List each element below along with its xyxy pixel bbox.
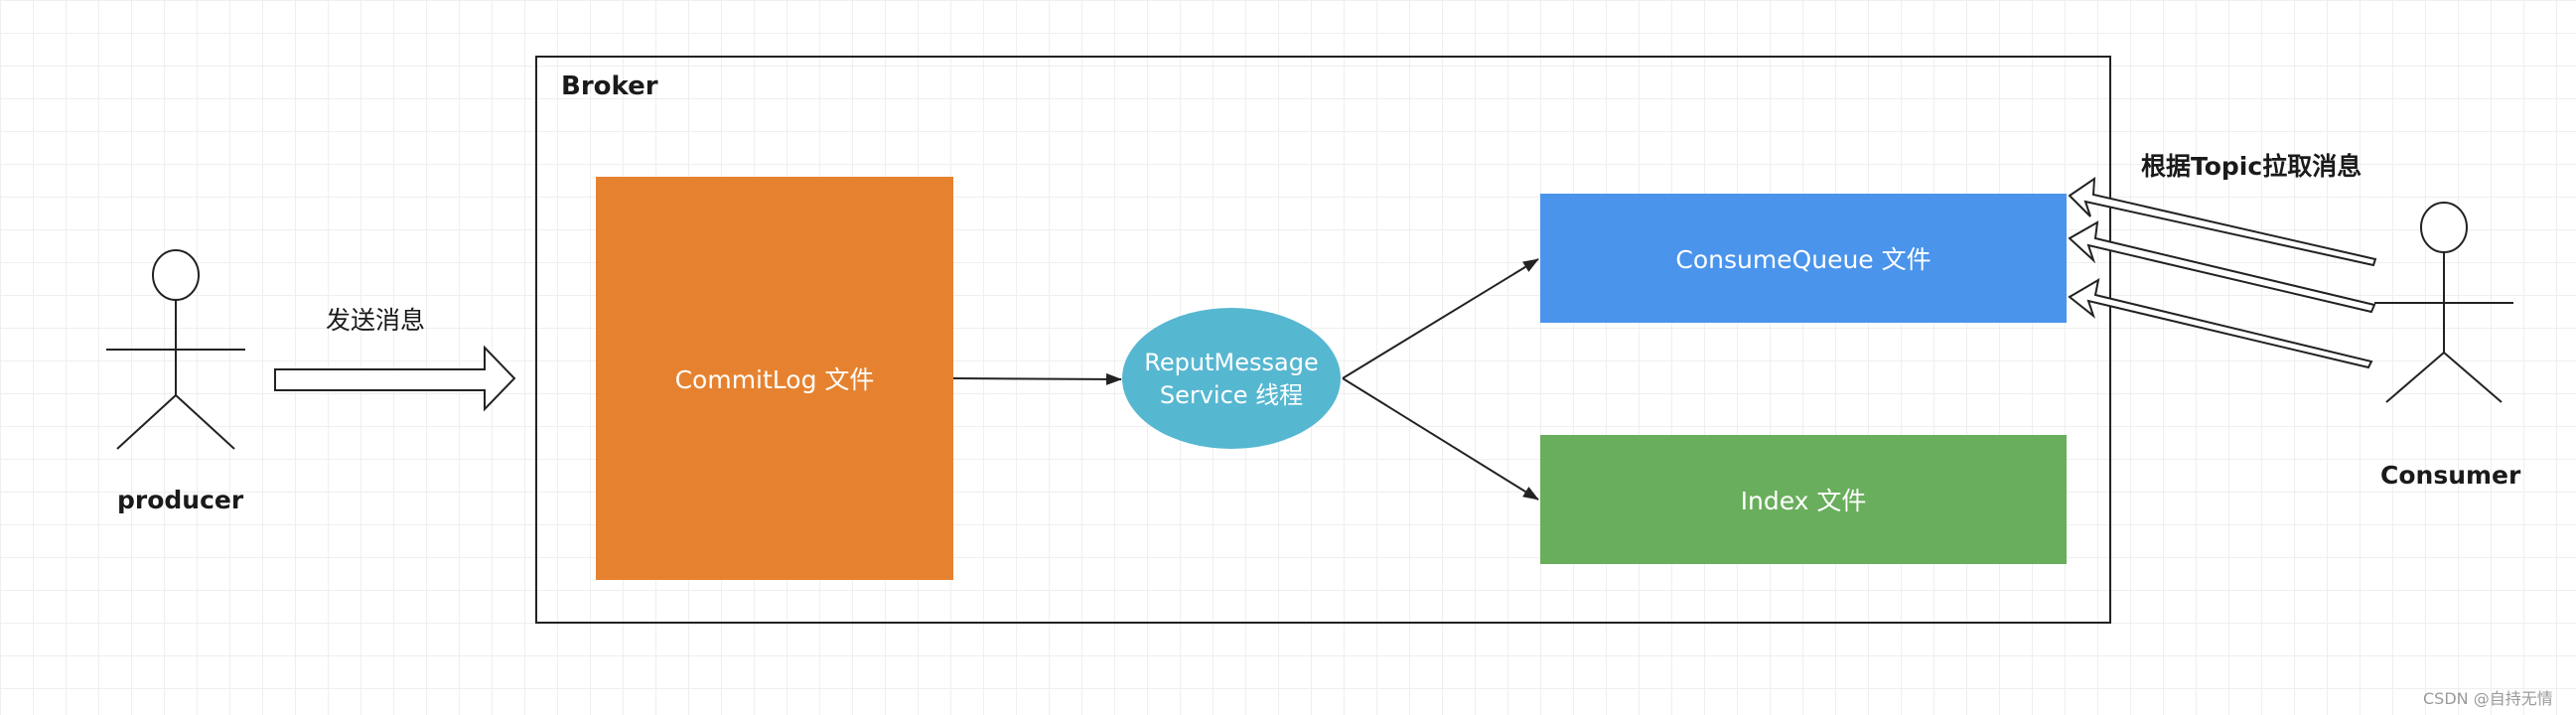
reput-service-label-line1: ReputMessage (1144, 349, 1319, 376)
pull-arrow-2 (2068, 220, 2376, 314)
index-box[interactable] (1540, 435, 2067, 564)
consume-queue-label: ConsumeQueue 文件 (1675, 245, 1932, 274)
send-message-arrow (274, 345, 516, 412)
reput-service-label-line2: Service 线程 (1159, 381, 1304, 409)
reput-service-ellipse[interactable] (1122, 308, 1341, 449)
reput-to-consumequeue-arrow (1342, 258, 1539, 379)
reput-service-label: ReputMessage Service 线程 (1122, 342, 1341, 417)
pull-arrow-1 (2068, 177, 2377, 267)
reput-to-index-arrow (1342, 377, 1539, 500)
consumer-actor-icon[interactable] (2374, 202, 2513, 403)
consumer-label: Consumer (2380, 461, 2521, 490)
pull-arrow-3 (2068, 278, 2373, 369)
broker-container[interactable] (535, 56, 2111, 624)
broker-label: Broker (561, 72, 658, 101)
send-message-label: 发送消息 (326, 306, 426, 335)
producer-actor-icon[interactable] (106, 249, 245, 450)
commitlog-to-reput-arrow (952, 372, 1122, 385)
consume-queue-box[interactable] (1540, 194, 2067, 323)
commitlog-box[interactable] (596, 177, 953, 580)
commitlog-label: CommitLog 文件 (674, 365, 875, 394)
index-label: Index 文件 (1740, 487, 1867, 515)
pull-by-topic-label: 根据Topic拉取消息 (2141, 152, 2362, 181)
producer-label: producer (117, 486, 244, 514)
watermark: CSDN @自持无情 (2423, 689, 2553, 708)
